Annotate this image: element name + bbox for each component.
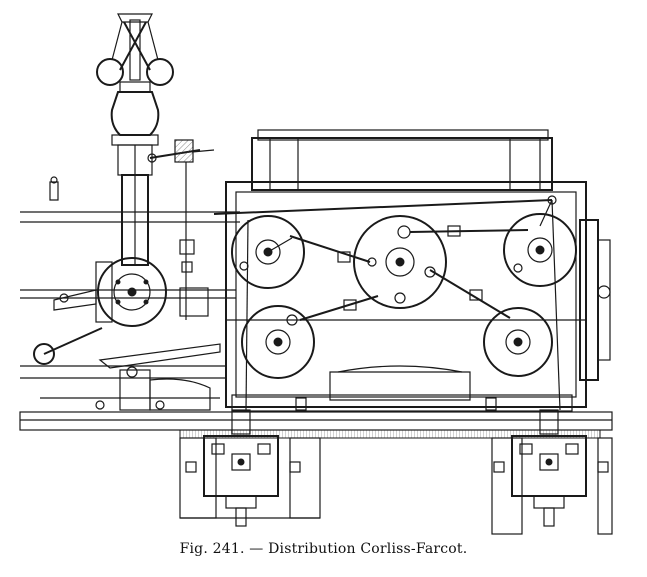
valve-disc-bottom-left (241, 305, 315, 379)
governor (96, 13, 174, 266)
foundation (19, 411, 613, 535)
valve-disc-center (353, 215, 447, 309)
support-left (203, 409, 279, 527)
cylinder-body (225, 181, 611, 412)
foundation-bolts (185, 397, 609, 473)
lower-left-structure (40, 343, 221, 411)
left-parts (33, 176, 103, 365)
gear-housing (95, 257, 209, 327)
governor-lever (147, 139, 215, 320)
support-right (511, 409, 587, 527)
shafts (20, 211, 240, 379)
steam-chest-frame (251, 129, 553, 191)
valve-disc-top-left (231, 215, 305, 289)
figure-caption: Fig. 241. — Distribution Corliss-Farcot. (179, 541, 468, 557)
engine-illustration (19, 13, 613, 535)
valve-disc-top-right (503, 213, 577, 287)
valve-disc-bottom-right (483, 307, 553, 377)
connecting-rods (213, 195, 561, 411)
